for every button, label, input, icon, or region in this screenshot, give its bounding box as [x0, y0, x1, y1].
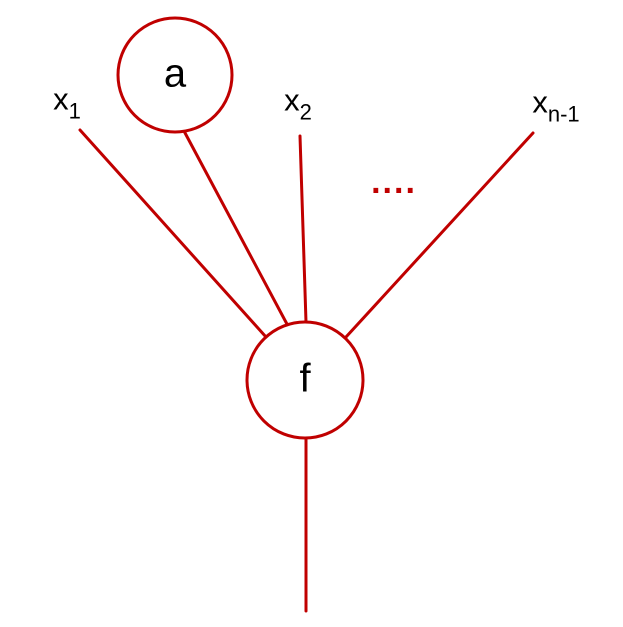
edge-x2-f — [298, 134, 308, 324]
label-x2: x2 — [284, 82, 312, 124]
var-subscript: n-1 — [547, 101, 580, 127]
node-label-a: a — [163, 51, 187, 96]
var-base: x — [284, 82, 300, 118]
edge-x1-f — [78, 128, 268, 339]
label-xn-1: xn-1 — [532, 84, 579, 126]
var-base: x — [532, 84, 548, 120]
var-subscript: 2 — [299, 99, 312, 125]
var-base: x — [53, 81, 69, 117]
label-x1: x1 — [53, 81, 81, 123]
edge-xn-1-f — [344, 131, 535, 339]
node-label-f: f — [299, 356, 311, 401]
label-dots: .... — [371, 163, 417, 201]
node-circle-a — [116, 16, 234, 134]
node-circle-f — [245, 320, 365, 440]
var-subscript: 1 — [68, 98, 81, 124]
edge-a-f — [182, 129, 290, 328]
